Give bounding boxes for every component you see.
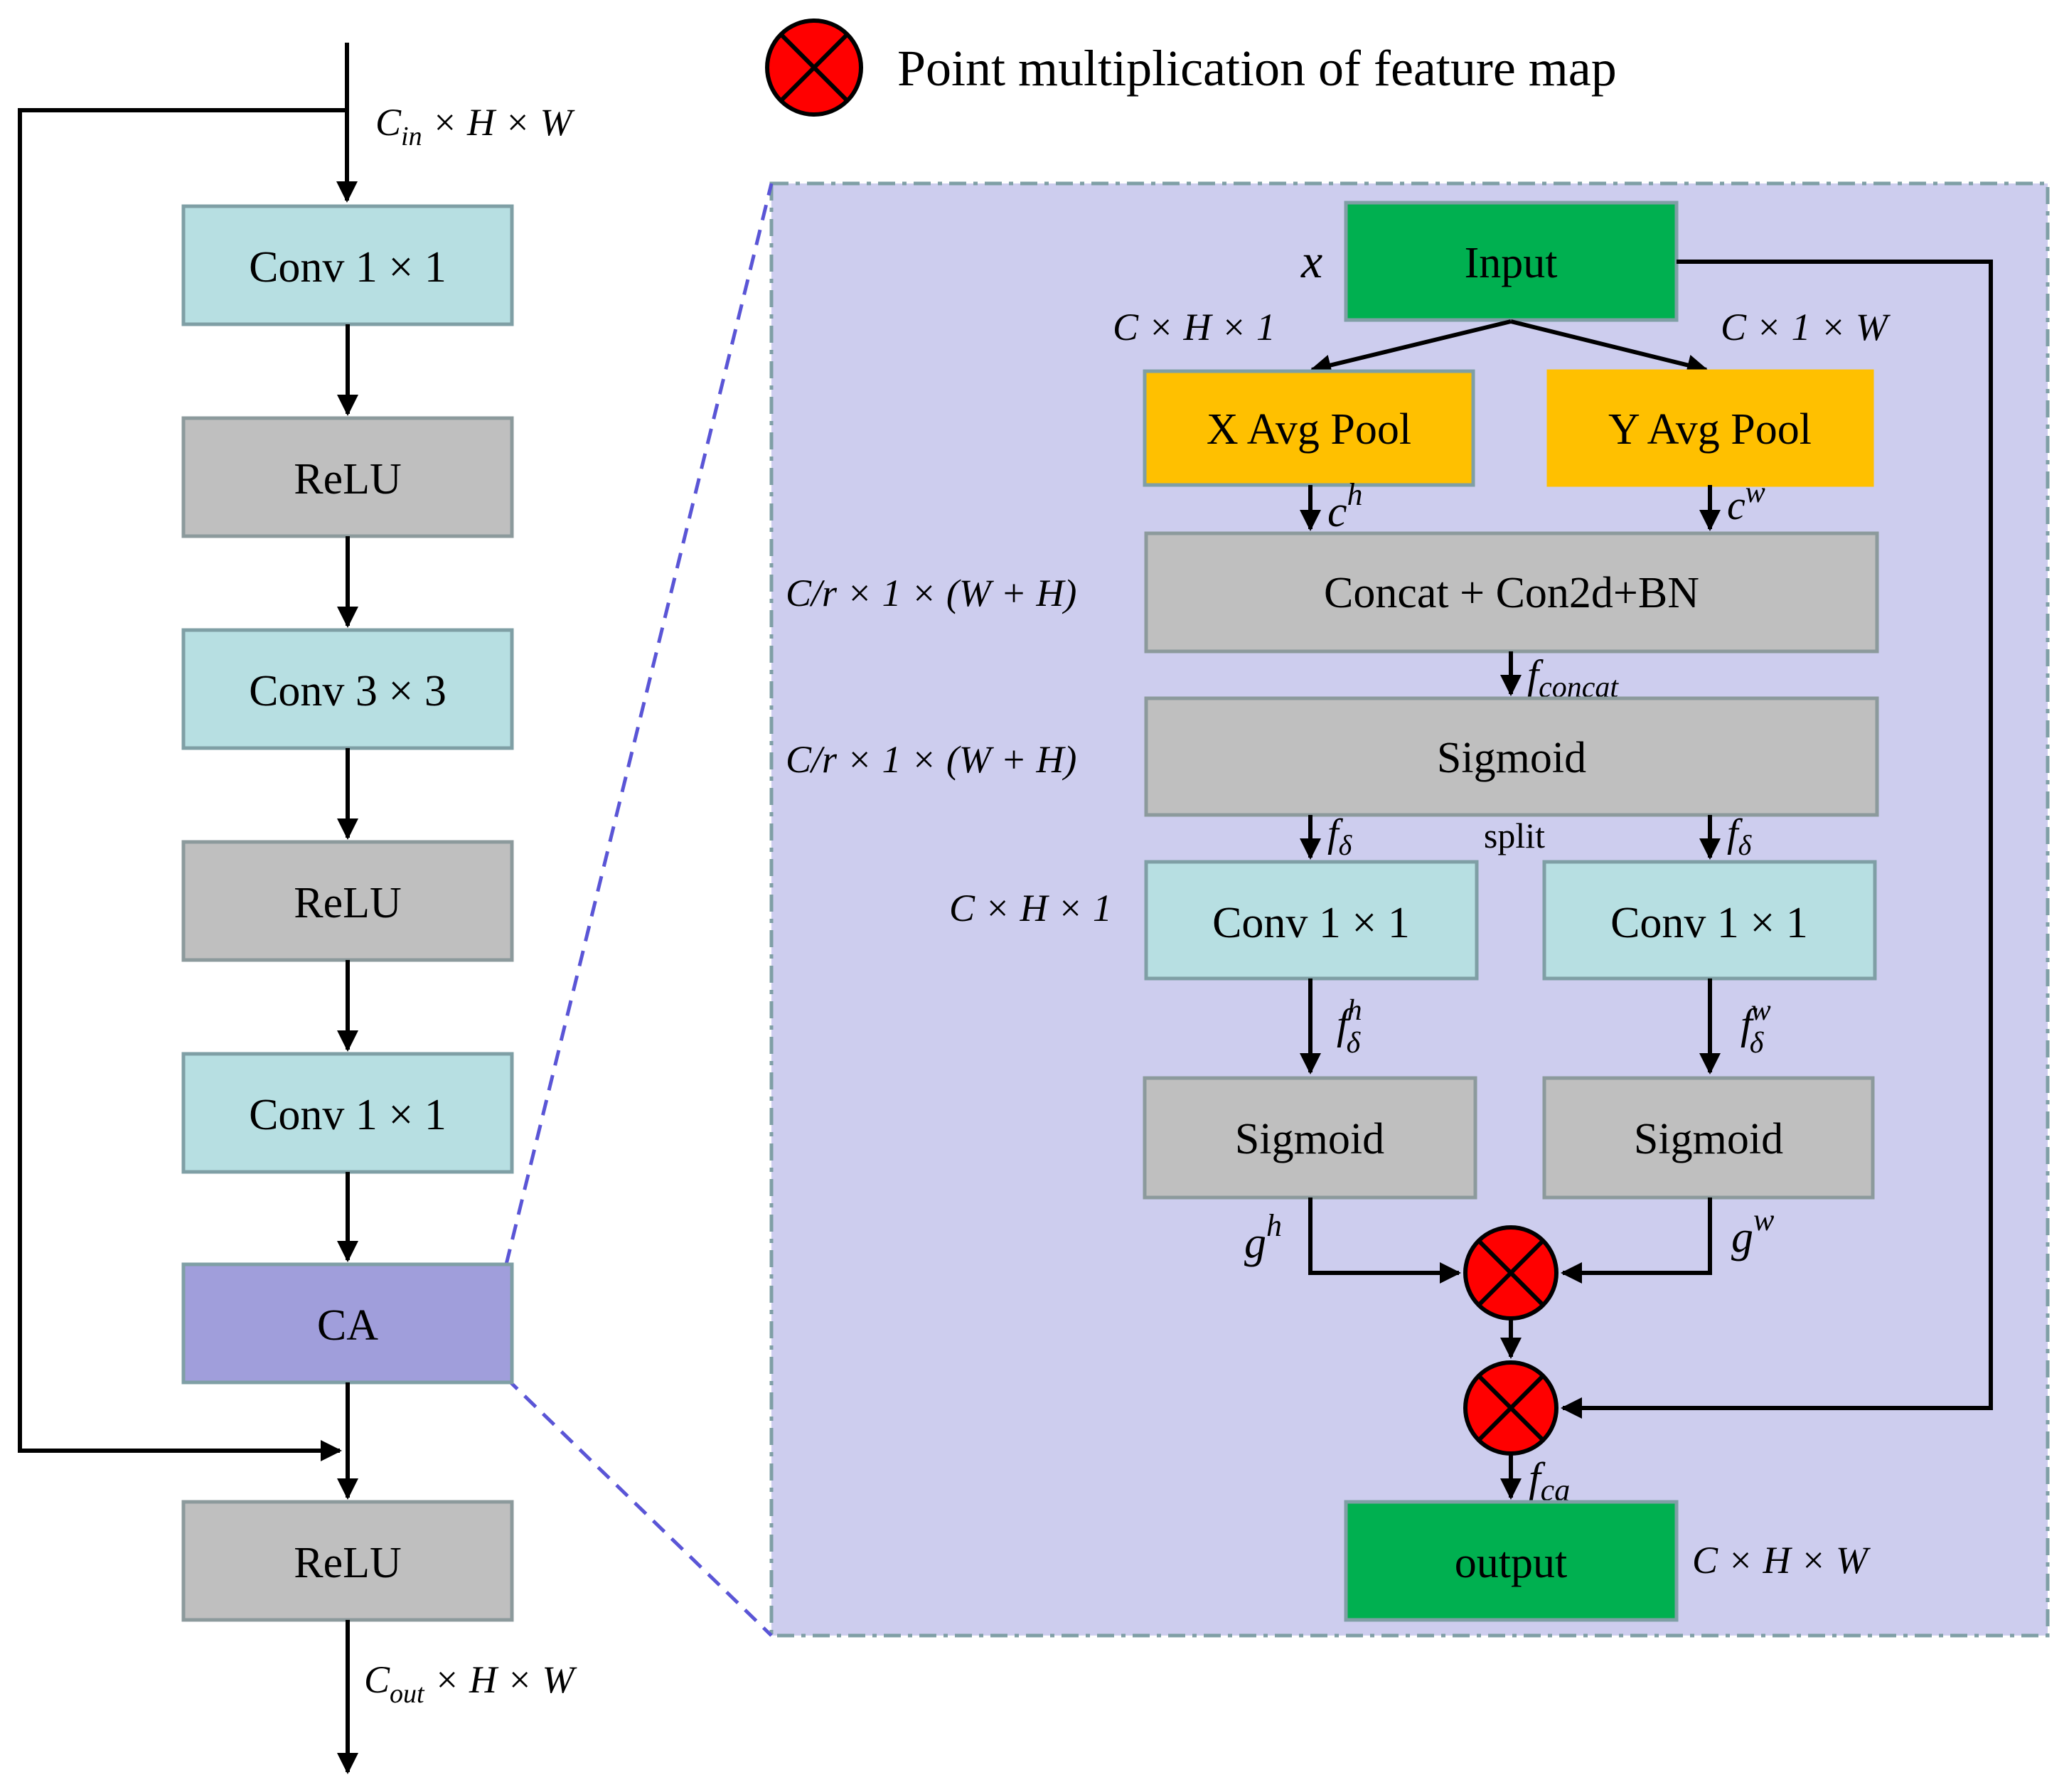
- block-ca: CA: [181, 1262, 514, 1385]
- block-conv1b: Conv 1 × 1: [181, 1052, 514, 1174]
- sigmoid-left-label: Sigmoid: [1235, 1115, 1384, 1163]
- shape-sigmoid: C/r × 1 × (W + H): [786, 738, 1076, 781]
- multiply-icon-1: [1465, 1227, 1556, 1318]
- ca-input-label: Input: [1465, 239, 1558, 287]
- legend-multiply-icon: [765, 18, 863, 117]
- ca-output-box: output: [1344, 1500, 1679, 1622]
- shape-concat: C/r × 1 × (W + H): [786, 572, 1076, 614]
- block-conv1-label: Conv 1 × 1: [249, 243, 447, 292]
- left-column: Cin × H × W Conv 1 × 1 ReLU Conv 3 × 3 R…: [18, 43, 577, 1774]
- concat-box: Concat + Con2d+BN: [1144, 531, 1879, 654]
- input-skip-to-multiply: [1561, 260, 1993, 1419]
- arrow-gh-multiply: [1308, 1198, 1461, 1284]
- shape-x-pool: C × H × 1: [1113, 306, 1276, 348]
- block-relu1-label: ReLU: [294, 455, 402, 503]
- conv-right-label: Conv 1 × 1: [1610, 899, 1808, 947]
- residual-skip-connection: [18, 108, 347, 1461]
- zoom-connector-bottom: [505, 1377, 773, 1637]
- input-shape-label: Cin × H × W: [375, 101, 575, 151]
- sigmoid-left-box: Sigmoid: [1143, 1076, 1477, 1200]
- legend-text: Point multiplication of feature map: [897, 40, 1617, 97]
- block-conv3-label: Conv 3 × 3: [249, 667, 447, 715]
- input-var-x: x: [1300, 234, 1322, 288]
- block-relu3: ReLU: [181, 1500, 514, 1622]
- conv-left-label: Conv 1 × 1: [1212, 899, 1410, 947]
- arrow-gw-multiply: [1561, 1198, 1712, 1284]
- shape-y-pool: C × 1 × W: [1721, 306, 1891, 348]
- y-avg-pool-box: Y Avg Pool: [1546, 369, 1874, 487]
- ca-input-box: Input: [1344, 201, 1679, 322]
- arrow-input-ypool: [1510, 319, 1709, 376]
- block-relu3-label: ReLU: [294, 1539, 402, 1587]
- var-ch: ch: [1327, 477, 1363, 536]
- block-conv1: Conv 1 × 1: [181, 204, 514, 326]
- concat-label: Concat + Con2d+BN: [1324, 569, 1699, 617]
- sigmoid-main-box: Sigmoid: [1144, 696, 1879, 817]
- block-conv1b-label: Conv 1 × 1: [249, 1091, 447, 1139]
- conv-left-box: Conv 1 × 1: [1144, 860, 1479, 981]
- block-relu2: ReLU: [181, 840, 514, 962]
- block-relu1: ReLU: [181, 416, 514, 538]
- block-ca-label: CA: [317, 1301, 378, 1350]
- arrow-input-xpool: [1310, 319, 1512, 376]
- conv-right-box: Conv 1 × 1: [1542, 860, 1877, 981]
- sigmoid-main-label: Sigmoid: [1437, 734, 1586, 782]
- multiply-icon-2: [1465, 1362, 1556, 1454]
- ca-output-label: output: [1455, 1539, 1567, 1587]
- ca-module: Input x C × H × 1 C × 1 × W X Avg Pool Y…: [786, 201, 1993, 1622]
- output-shape-label: Cout × H × W: [364, 1658, 577, 1709]
- legend: Point multiplication of feature map: [765, 18, 1617, 117]
- shape-output: C × H × W: [1692, 1539, 1871, 1582]
- shape-conv: C × H × 1: [949, 887, 1112, 929]
- split-label: split: [1484, 816, 1545, 855]
- x-avg-pool-box: X Avg Pool: [1143, 369, 1475, 487]
- zoom-connector-top: [504, 183, 774, 1265]
- var-gh: gh: [1244, 1208, 1282, 1267]
- block-conv3: Conv 3 × 3: [181, 628, 514, 750]
- x-avg-pool-label: X Avg Pool: [1207, 405, 1411, 454]
- sigmoid-right-box: Sigmoid: [1542, 1076, 1875, 1200]
- var-cw: cw: [1727, 476, 1765, 528]
- var-gw: gw: [1731, 1202, 1775, 1262]
- sigmoid-right-label: Sigmoid: [1634, 1115, 1783, 1163]
- y-avg-pool-label: Y Avg Pool: [1608, 405, 1812, 454]
- block-relu2-label: ReLU: [294, 879, 402, 927]
